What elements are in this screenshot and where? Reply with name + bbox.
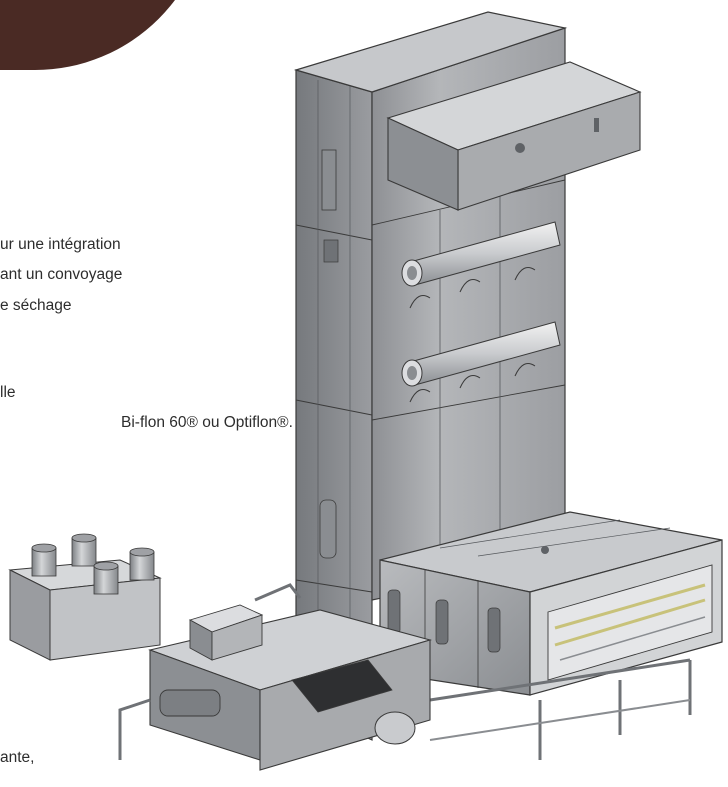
body-text-line-5: Bi-flon 60® ou Optiflon®. bbox=[121, 414, 293, 431]
supply-tank-stand bbox=[8, 533, 162, 661]
body-text-line-3: e séchage bbox=[0, 297, 72, 314]
coating-machine bbox=[118, 583, 433, 771]
body-text-line-4: lle bbox=[0, 384, 16, 401]
body-text-line-1: ur une intégration bbox=[0, 236, 121, 253]
top-duct bbox=[386, 61, 642, 211]
air-tube-lower bbox=[401, 321, 561, 387]
tower-top bbox=[293, 11, 568, 93]
body-text-line-6: ante, bbox=[0, 749, 35, 766]
air-tube-upper bbox=[401, 221, 561, 287]
base-frame bbox=[429, 658, 692, 760]
body-text-line-2: ant un convoyage bbox=[0, 266, 123, 283]
